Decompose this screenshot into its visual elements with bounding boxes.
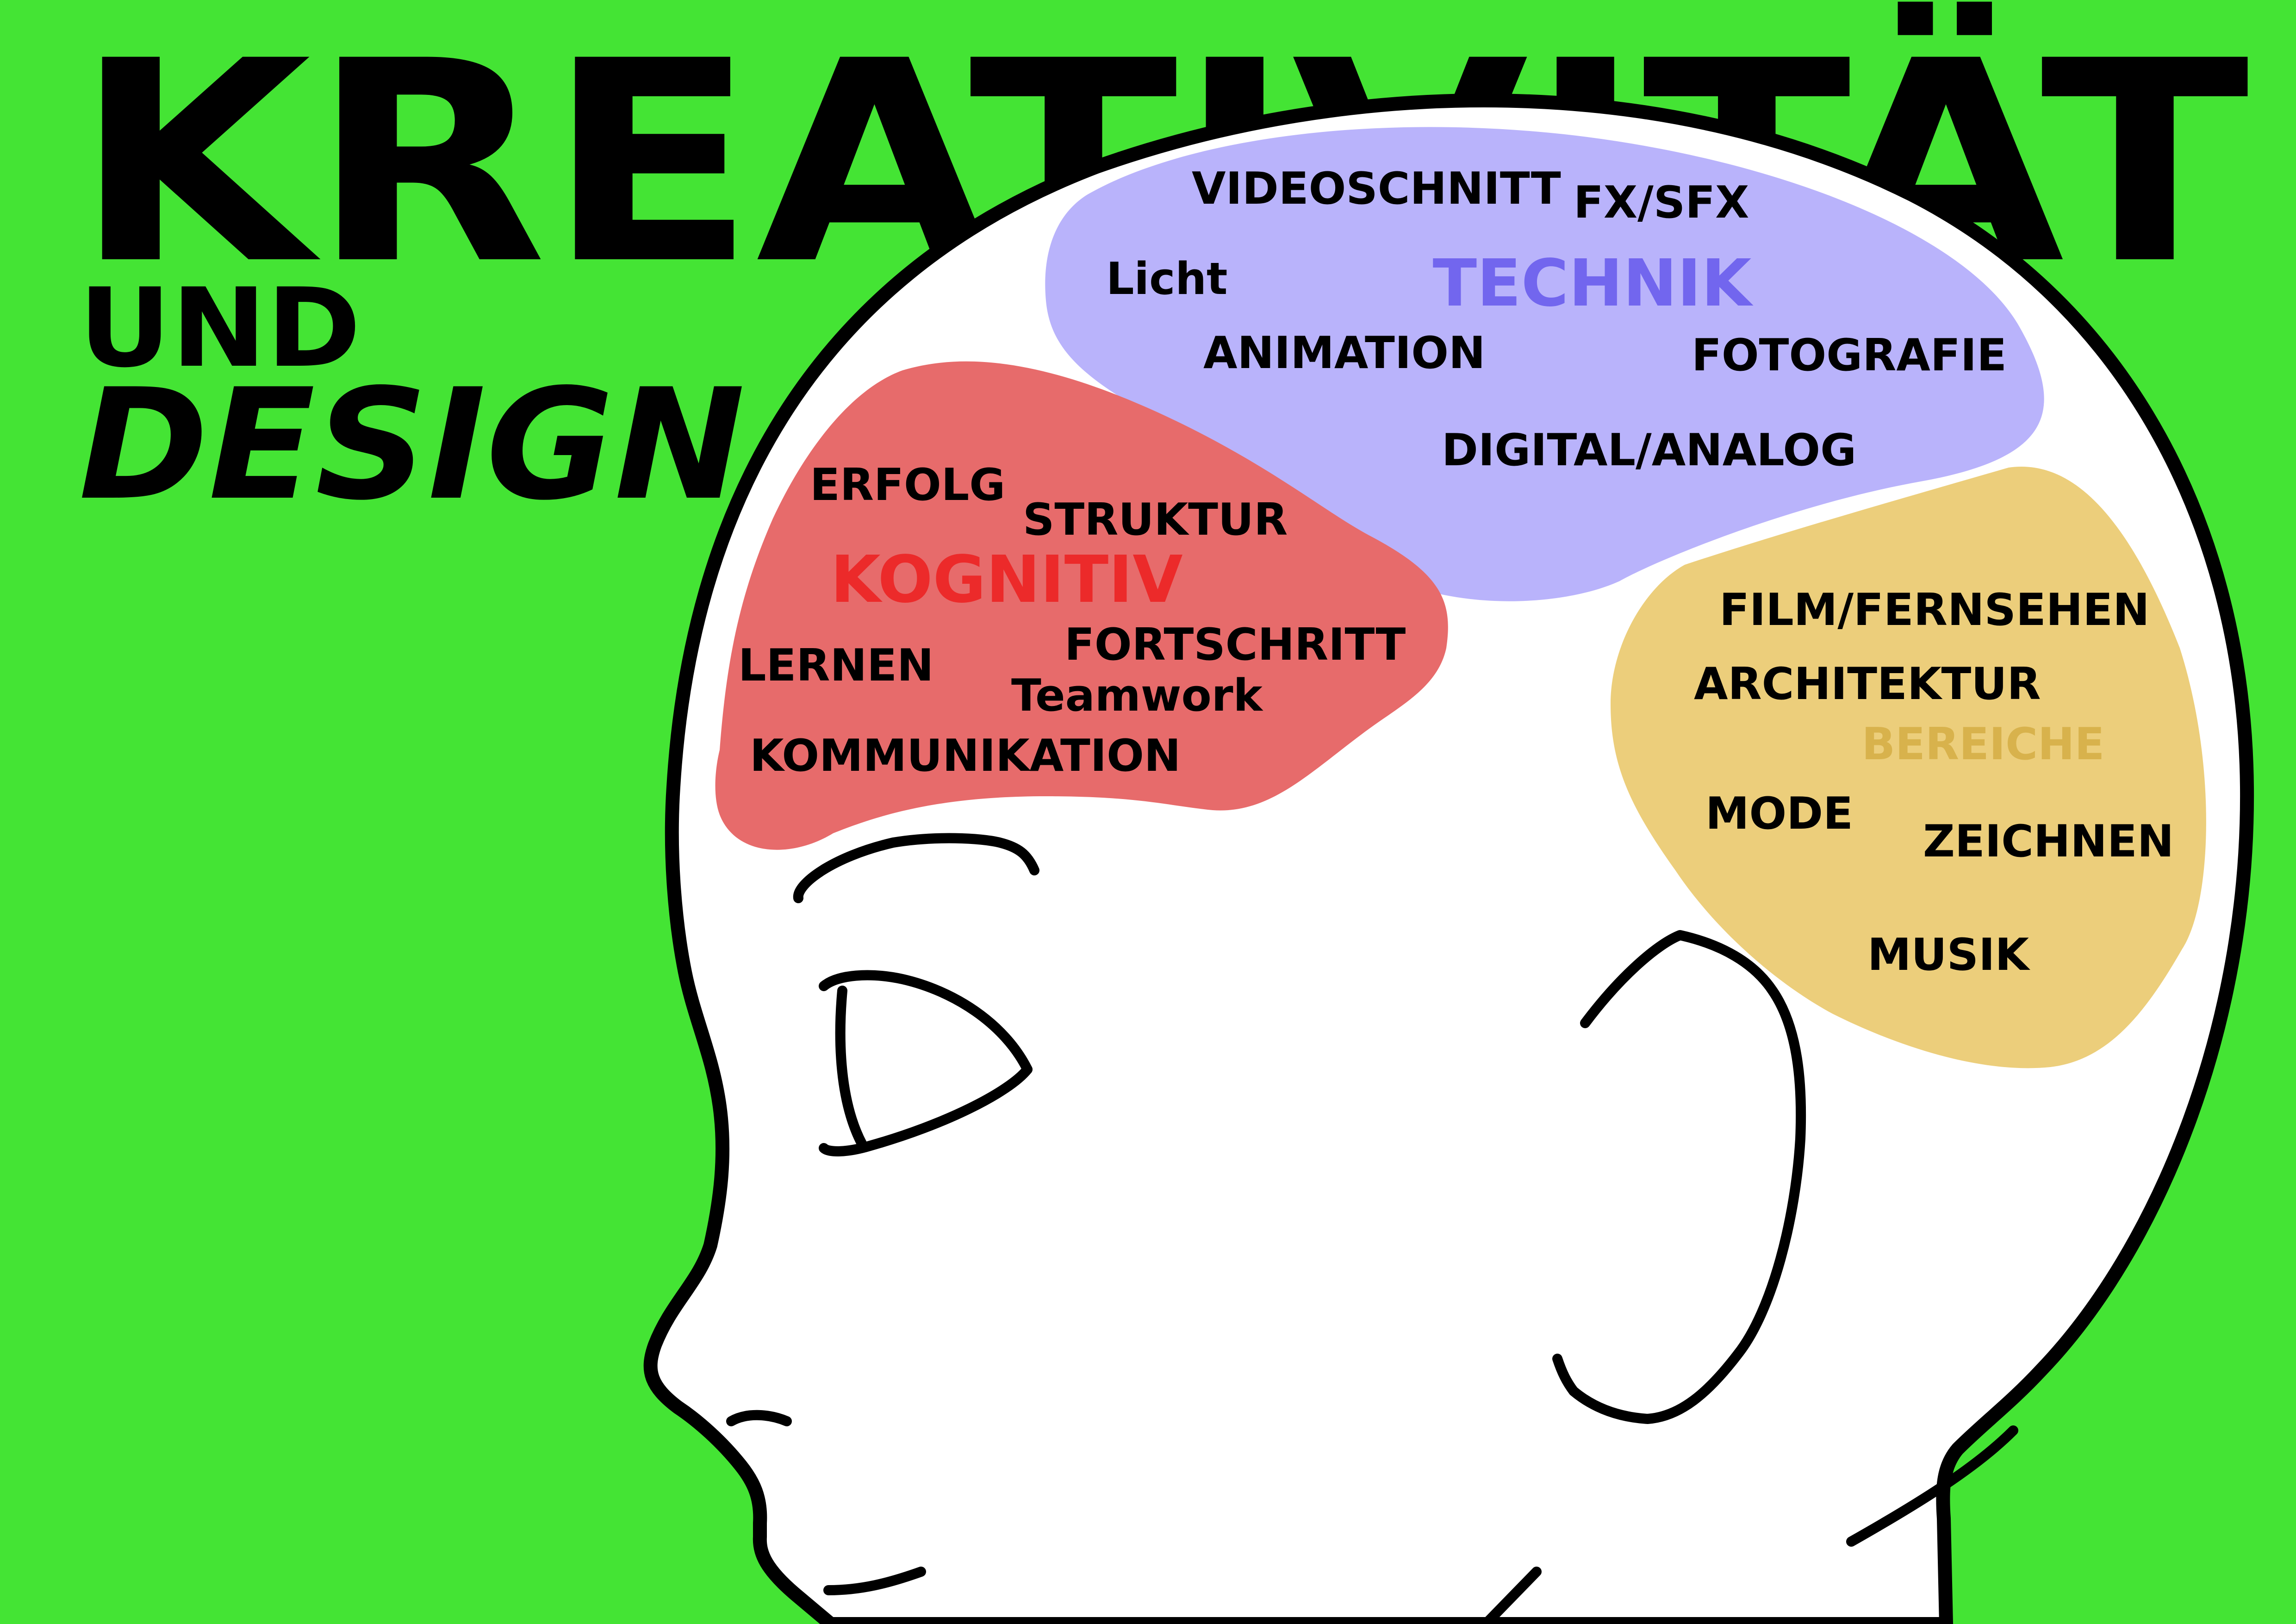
title-design: DESIGN	[79, 356, 745, 534]
jaw-line	[1846, 1425, 2018, 1547]
technik-item-videoschnitt: VIDEOSCHNITT	[1192, 163, 1561, 214]
kognitiv-region	[715, 361, 1448, 850]
bereiche-item-architektur: ARCHITEKTUR	[1694, 659, 2041, 710]
technik-label: TECHNIK	[1433, 246, 1754, 321]
kognitiv-item-lernen: LERNEN	[738, 640, 934, 691]
kognitiv-item-struktur: STRUKTUR	[1023, 494, 1288, 545]
eye-upper-lid	[819, 970, 1033, 1074]
title-und: UND	[79, 265, 361, 392]
kognitiv-item-kommunikation: KOMMUNIKATION	[750, 731, 1181, 781]
bereiche-label: BEREICHE	[1862, 719, 2105, 770]
eye-pupil-line	[835, 986, 867, 1149]
mouth	[823, 1567, 926, 1595]
technik-item-fx-sfx: FX/SFX	[1574, 177, 1749, 228]
kognitiv-label: KOGNITIV	[830, 542, 1182, 618]
kognitiv-item-erfolg: ERFOLG	[810, 460, 1005, 511]
technik-item-licht: Licht	[1106, 254, 1227, 305]
kognitiv-item-fortschritt: FORTSCHRITT	[1064, 619, 1406, 670]
nostril	[726, 1410, 792, 1426]
bereiche-item-musik: MUSIK	[1867, 930, 2030, 981]
eyebrow	[793, 833, 1039, 903]
technik-item-animation: ANIMATION	[1203, 328, 1485, 379]
neck-line	[1481, 1567, 1542, 1624]
technik-item-digital-analog: DIGITAL/ANALOG	[1442, 425, 1856, 476]
bereiche-item-mode: MODE	[1705, 788, 1853, 839]
technik-region	[1045, 127, 2044, 601]
bereiche-item-zeichnen: ZEICHNEN	[1923, 816, 2174, 867]
kognitiv-item-teamwork: Teamwork	[1011, 670, 1263, 721]
technik-item-fotografie: FOTOGRAFIE	[1692, 330, 2007, 381]
bereiche-region	[1611, 467, 2206, 1068]
ear	[1552, 930, 1806, 1424]
eye-lower-lid	[819, 1064, 1033, 1156]
bereiche-item-film-fernsehen: FILM/FERNSEHEN	[1719, 585, 2150, 636]
